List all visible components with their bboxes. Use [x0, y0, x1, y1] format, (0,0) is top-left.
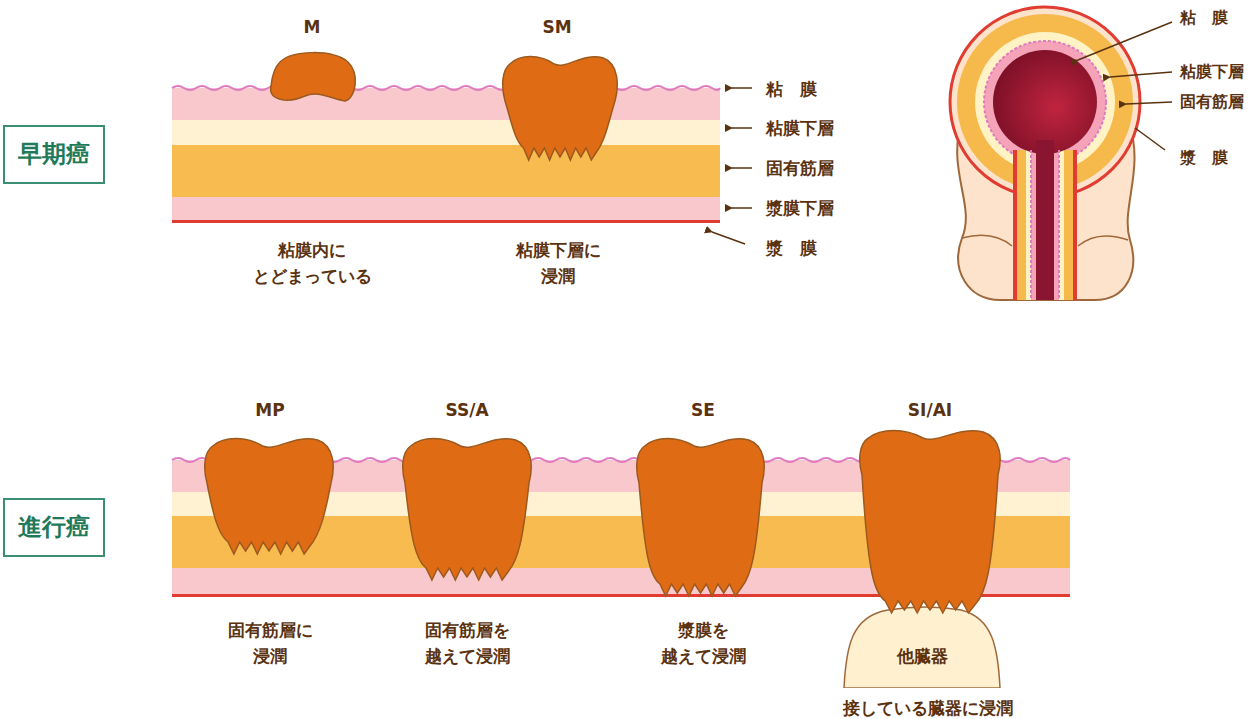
stage-title: 早期癌: [18, 140, 90, 169]
layer-label: 固有筋層: [766, 155, 834, 181]
stage-box: 早期癌: [3, 125, 105, 184]
stage-label: M: [304, 14, 321, 40]
stage-caption: 粘膜内に とどまっている: [253, 237, 372, 290]
stage-label: SS/A: [445, 397, 488, 423]
cross-section: [950, 7, 1140, 300]
tumor: [860, 431, 1000, 614]
section-leaders: [1078, 22, 1172, 150]
stage-label: MP: [255, 397, 284, 423]
other-organ: 他臓器: [843, 604, 1001, 688]
tumor-m: [271, 53, 356, 101]
stage-caption: 固有筋層を 越えて浸潤: [425, 617, 510, 670]
section-label: 粘 膜: [1180, 6, 1228, 31]
tumor: [503, 57, 618, 161]
stage-box: 進行癌: [3, 498, 105, 557]
layer-label: 粘膜下層: [766, 115, 834, 141]
stage-label: SE: [691, 397, 715, 423]
stage-label: SM: [542, 14, 571, 40]
stage-caption: 粘膜下層に 浸潤: [516, 237, 601, 290]
leader-lines: [712, 88, 752, 244]
section-label: 粘膜下層: [1180, 60, 1244, 85]
layer-label: 漿膜下層: [766, 195, 834, 221]
stage-caption: 接している臓器に浸潤: [843, 695, 1013, 719]
stage-label: SI/AI: [908, 397, 952, 423]
layer-label: 漿 膜: [766, 235, 817, 261]
section-label: 固有筋層: [1180, 90, 1244, 115]
organ-label: 他臓器: [897, 645, 948, 668]
tumor: [637, 439, 764, 597]
stage-caption: 漿膜を 越えて浸潤: [661, 617, 746, 670]
section-label: 漿 膜: [1180, 146, 1228, 171]
stage-caption: 固有筋層に 浸潤: [228, 617, 313, 670]
stage-title: 進行癌: [18, 513, 90, 542]
tumor: [205, 439, 333, 555]
tumor: [403, 439, 531, 581]
layer-label: 粘 膜: [766, 76, 817, 102]
early-layers: [172, 86, 720, 223]
